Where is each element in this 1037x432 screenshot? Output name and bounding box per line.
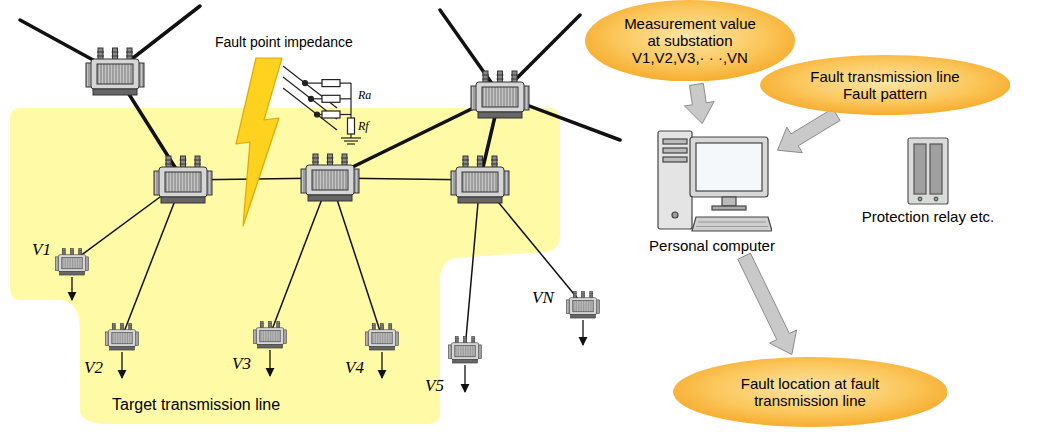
label-holder: Ra (358, 88, 371, 103)
block-arrow (738, 253, 797, 354)
region-fill (10, 108, 560, 424)
node-text: Protection relay etc. (862, 208, 995, 225)
node-text: Target transmission line (112, 396, 280, 414)
node-text: Measurement value at substation V1,V2,V3… (622, 15, 758, 67)
voltage-label: V4 (345, 358, 364, 378)
annotation: Fault point impedance (213, 34, 355, 50)
device-icon (652, 127, 772, 235)
voltage-label: V3 (232, 354, 251, 374)
label-holder: Fault point impedance (213, 34, 355, 50)
block-arrow (684, 83, 714, 123)
protection-relay: Protection relay etc. (862, 136, 995, 225)
ellipse-fill (760, 55, 1011, 115)
node-text: Fault location at fault transmission lin… (717, 375, 902, 410)
ellipse-fill (673, 357, 948, 427)
node-text: Personal computer (649, 237, 775, 254)
fault-location-ellipse: Fault location at fault transmission lin… (673, 357, 948, 427)
label-holder: V1 (32, 240, 51, 260)
label-holder: V2 (84, 358, 103, 378)
label-holder: VN (532, 288, 554, 308)
resistor-label: Ra (358, 88, 371, 103)
voltage-label: V5 (425, 376, 444, 396)
device-icon (906, 136, 950, 206)
voltage-label: VN (532, 288, 554, 308)
label-holder: Rf (358, 119, 369, 134)
label-holder: V3 (232, 354, 251, 374)
label-holder: V4 (345, 358, 364, 378)
node-text: Fault transmission line Fault pattern (801, 68, 969, 103)
label-holder: V5 (425, 376, 444, 396)
voltage-label: V2 (84, 358, 103, 378)
voltage-label: V1 (32, 240, 51, 260)
resistor-label: Rf (358, 119, 369, 134)
measurement-ellipse: Measurement value at substation V1,V2,V3… (585, 0, 795, 81)
ellipse-fill (585, 0, 795, 81)
block-arrow (778, 108, 841, 152)
fault-info-ellipse: Fault transmission line Fault pattern (760, 55, 1011, 115)
personal-computer: Personal computer (649, 127, 775, 254)
